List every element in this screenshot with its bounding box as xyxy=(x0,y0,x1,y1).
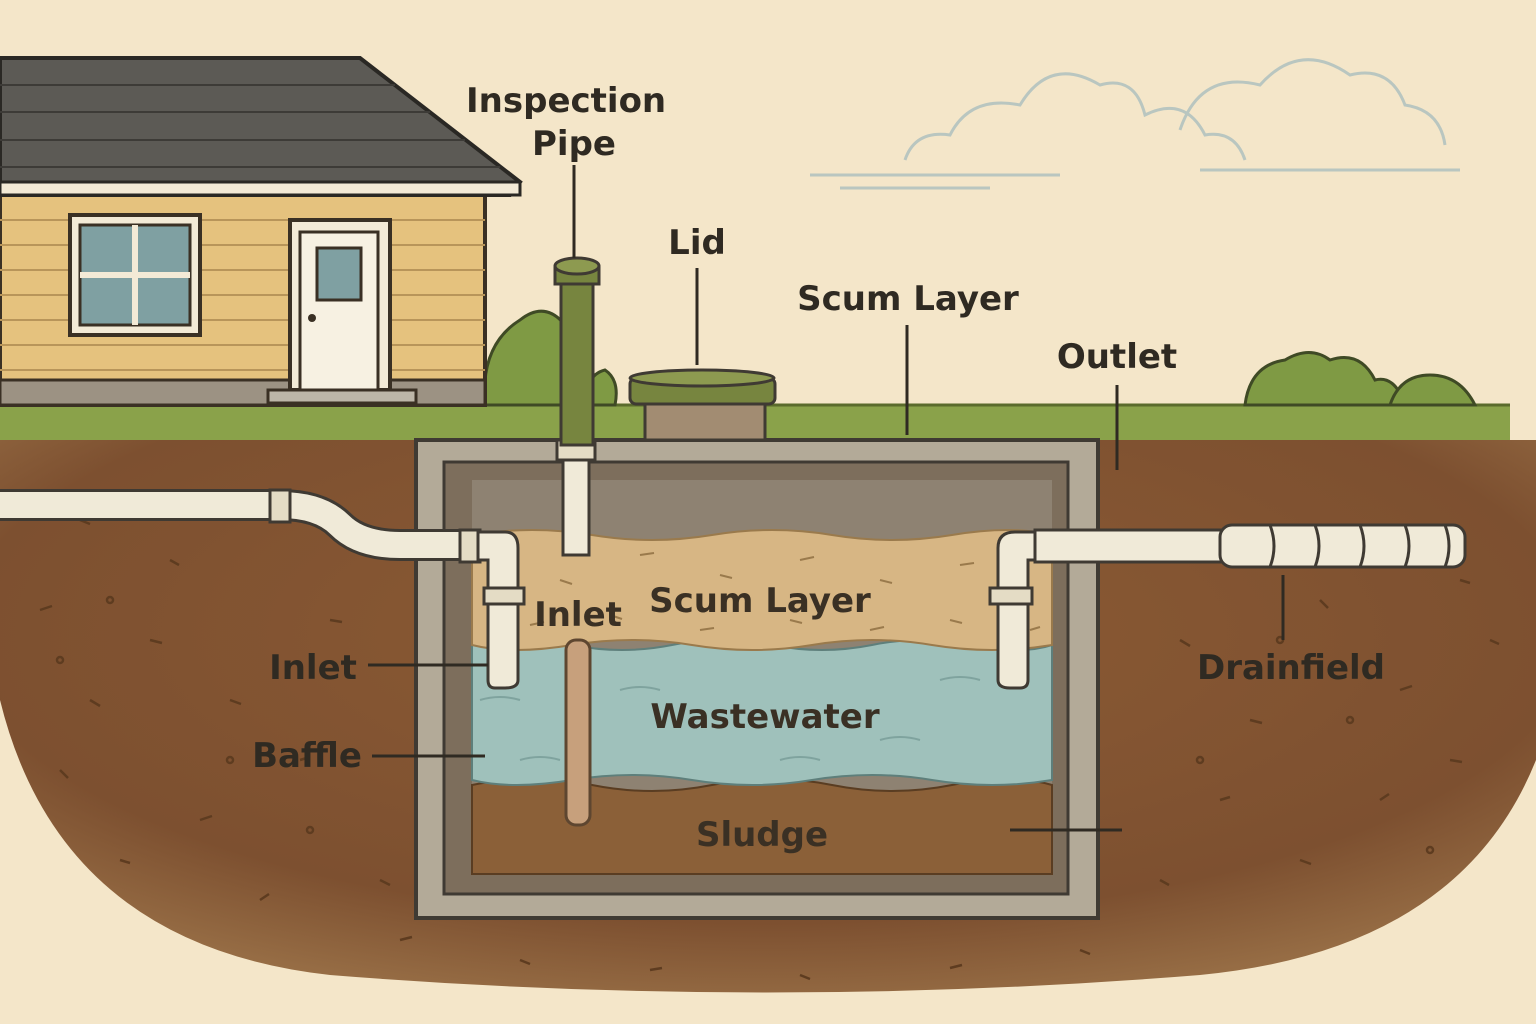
scum-layer xyxy=(471,529,1053,651)
house xyxy=(0,56,523,407)
door-step xyxy=(266,388,418,405)
outlet-pipe xyxy=(1033,523,1467,569)
label-inspection-pipe-line2: Pipe xyxy=(532,124,616,164)
outlet-tee xyxy=(988,530,1045,690)
inlet-baffle xyxy=(476,530,526,690)
label-scum-layer-inside: Scum Layer xyxy=(649,581,871,621)
cloud xyxy=(810,58,1460,190)
label-inspection-pipe-line1: Inspection xyxy=(466,81,666,121)
roof-fascia xyxy=(0,180,522,197)
baffle-wall xyxy=(564,638,592,827)
door-knob xyxy=(308,314,316,322)
label-sludge: Sludge xyxy=(696,815,828,855)
label-drainfield: Drainfield xyxy=(1197,648,1385,688)
label-inlet-inside: Inlet xyxy=(534,595,622,635)
label-wastewater: Wastewater xyxy=(650,697,879,737)
wastewater-layer xyxy=(471,639,1053,786)
label-inspection-pipe: Inspection Pipe xyxy=(466,81,678,164)
label-lid: Lid xyxy=(668,223,726,263)
drainfield-pipe xyxy=(1218,523,1467,569)
leader-lines xyxy=(368,165,1285,832)
label-outlet: Outlet xyxy=(1057,337,1177,377)
lid xyxy=(628,368,777,442)
label-inlet-left: Inlet xyxy=(269,648,357,688)
inspection-pipe xyxy=(553,256,601,557)
inlet-pipe xyxy=(0,488,482,564)
label-scum-layer-top: Scum Layer xyxy=(797,279,1019,319)
label-baffle: Baffle xyxy=(252,736,362,776)
